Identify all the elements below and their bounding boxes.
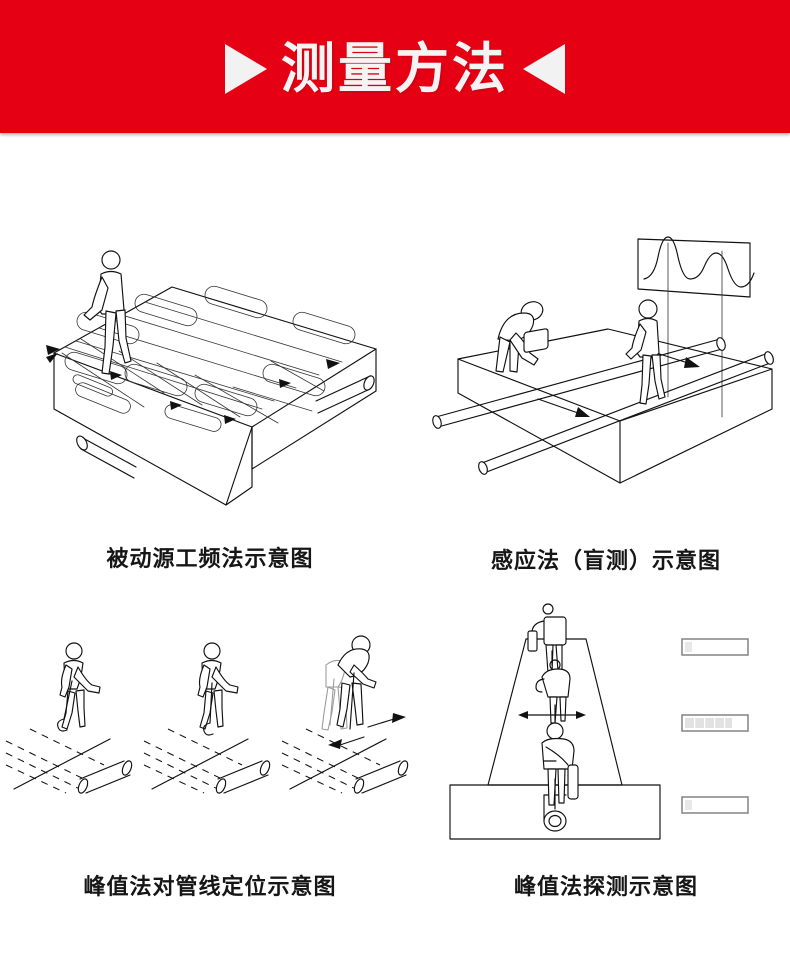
peak-method-pipe-locating-illustration	[5, 635, 409, 794]
buried-pipe	[215, 760, 271, 794]
diagram-caption-4: 峰值法探测示意图	[513, 874, 698, 899]
sweep-arrows	[328, 713, 406, 749]
triangle-left-icon	[523, 43, 565, 94]
diagram-passive-power-frequency: 被动源工频法示意图	[0, 133, 420, 575]
buried-pipe	[353, 760, 409, 794]
signal-bar-2	[681, 714, 749, 732]
diagram-grid: 被动源工频法示意图	[0, 133, 790, 971]
buried-pipes	[432, 337, 774, 475]
page-title: 测量方法	[281, 38, 509, 99]
operator-with-locator-wand	[197, 642, 239, 736]
induction-blind-test-illustration	[432, 236, 774, 484]
soil-block	[53, 286, 377, 506]
locating-scene-1	[5, 642, 133, 794]
diagram-peak-method-pipe-locating: 峰值法对管线定位示意图	[0, 575, 420, 971]
standing-operator-with-receiver	[625, 299, 666, 405]
sweep-arrow	[518, 711, 586, 719]
direction-arrows	[46, 345, 340, 424]
banner-content: 测量方法	[225, 42, 565, 96]
operator-with-locator-wand	[57, 642, 101, 732]
operator-middle	[518, 659, 586, 732]
soil-block	[457, 328, 773, 484]
signal-response-chart	[637, 236, 755, 418]
flux-lines	[281, 728, 381, 794]
flux-lines	[143, 728, 243, 794]
flux-lines	[5, 728, 105, 794]
crouching-operator-with-transmitter	[495, 301, 549, 373]
diagram-induction-blind-test: 感应法（盲测）示意图	[420, 133, 790, 575]
signal-bar-3	[681, 796, 749, 814]
peak-method-detection-illustration	[449, 603, 749, 840]
operator-top	[527, 603, 567, 674]
signal-bar-1	[681, 638, 749, 656]
buried-pipe	[77, 760, 133, 794]
operator-with-locator-wand	[336, 635, 377, 730]
passive-power-frequency-illustration	[46, 250, 377, 506]
operator-bottom	[541, 722, 579, 806]
page-banner: 测量方法	[0, 0, 790, 133]
diagram-caption-3: 峰值法对管线定位示意图	[83, 874, 337, 899]
walking-operator	[83, 250, 132, 375]
locating-scene-3	[281, 635, 409, 794]
diagram-caption-2: 感应法（盲测）示意图	[490, 548, 721, 573]
direction-arrows	[537, 350, 700, 417]
diagram-peak-method-detection: 峰值法探测示意图	[420, 575, 790, 971]
locating-scene-2	[143, 642, 271, 794]
signal-bars	[681, 638, 749, 814]
triangle-right-icon	[225, 43, 267, 94]
buried-pipes	[72, 374, 375, 479]
diagram-caption-1: 被动源工频法示意图	[106, 546, 314, 571]
